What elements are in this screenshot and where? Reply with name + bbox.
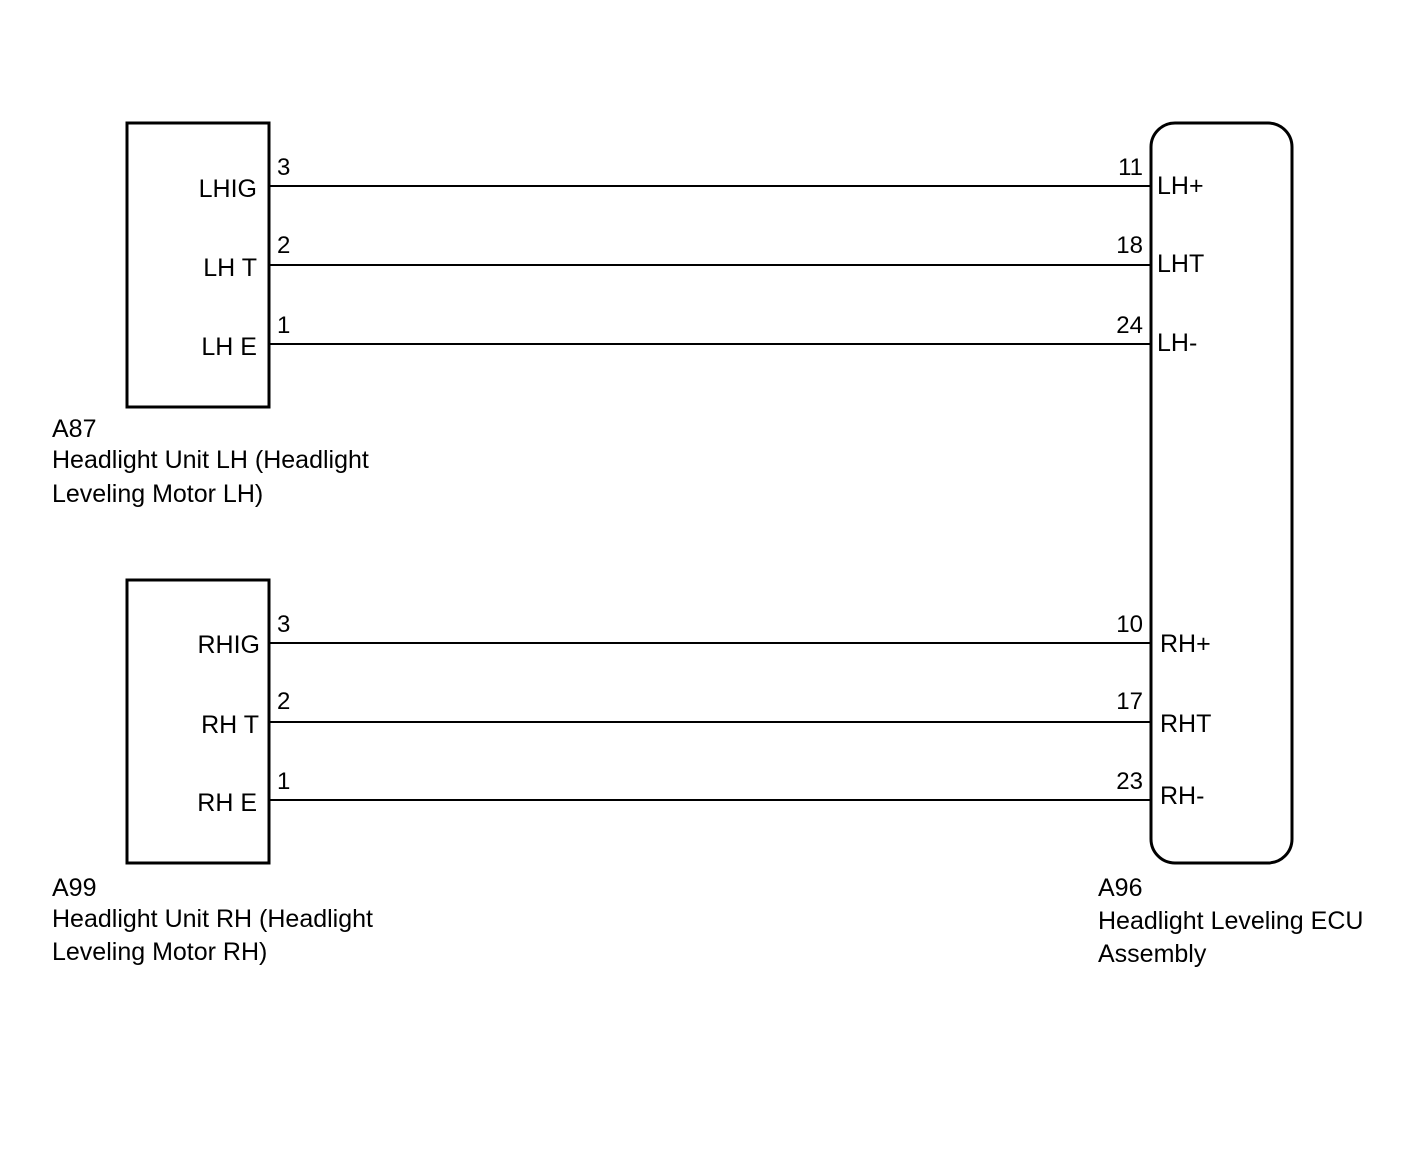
ecu-name-line2: Assembly [1098, 940, 1207, 968]
ecu-pin-label: RH- [1160, 782, 1204, 810]
rh-pin-number: 2 [277, 688, 290, 715]
rh-pin-number: 1 [277, 768, 290, 795]
ecu-pin-number: 17 [1116, 688, 1143, 715]
rh-pin-label: RH E [197, 789, 257, 817]
lh-pin-label: LHIG [199, 175, 257, 203]
lh-pin-label: LH T [203, 254, 257, 282]
rh-pin-label: RH T [201, 711, 259, 739]
ecu-pin-label: LH- [1157, 329, 1197, 357]
lh-pin-label: LH E [201, 333, 257, 361]
ecu-pin-label: LH+ [1157, 172, 1204, 200]
rh-unit-code: A99 [52, 874, 96, 902]
lh-unit-name-line2: Leveling Motor LH) [52, 480, 263, 508]
lh-unit-name-line1: Headlight Unit LH (Headlight [52, 446, 369, 474]
ecu-pin-number: 24 [1116, 312, 1143, 339]
ecu-pin-label: RH+ [1160, 630, 1211, 658]
lh-pin-number: 2 [277, 232, 290, 259]
ecu-name-line1: Headlight Leveling ECU [1098, 907, 1363, 935]
ecu-code: A96 [1098, 874, 1142, 902]
ecu-pin-number: 11 [1118, 154, 1143, 181]
ecu-pin-label: RHT [1160, 710, 1211, 738]
ecu-connector-box [1149, 121, 1294, 865]
lh-pin-number: 1 [277, 312, 290, 339]
ecu-pin-label: LHT [1157, 250, 1204, 278]
rh-pin-number: 3 [277, 611, 290, 638]
lh-pin-number: 3 [277, 154, 290, 181]
ecu-pin-number: 18 [1116, 232, 1143, 259]
rh-unit-name-line2: Leveling Motor RH) [52, 938, 267, 966]
ecu-pin-number: 23 [1116, 768, 1143, 795]
ecu-pin-number: 10 [1116, 611, 1143, 638]
lh-unit-code: A87 [52, 415, 96, 443]
rh-unit-name-line1: Headlight Unit RH (Headlight [52, 905, 373, 933]
rh-pin-label: RHIG [198, 631, 261, 659]
